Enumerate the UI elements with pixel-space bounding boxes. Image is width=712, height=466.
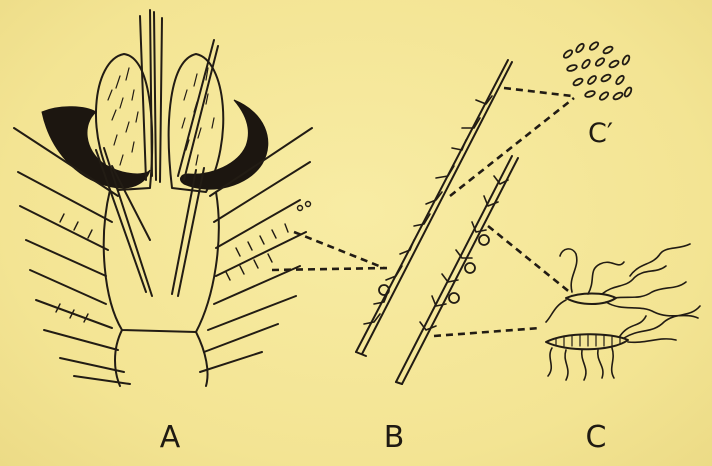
panel-a-label: A: [140, 420, 200, 455]
upper-hypha-threads: [546, 244, 698, 322]
panel-b-label: B: [364, 420, 424, 455]
connector-b-to-c-prime-upper: [504, 88, 572, 96]
panel-c-prime-drawing: [563, 41, 633, 101]
bristle-barbs: [56, 202, 311, 323]
connector-b-to-c-upper: [488, 226, 572, 294]
body-outline: [104, 190, 219, 332]
panel-c-prime-label: C′: [588, 118, 613, 149]
panel-c-drawing: [546, 244, 700, 380]
panel-c-label: C: [566, 420, 626, 455]
connector-lines: [272, 88, 574, 336]
upper-hypha-body: [566, 294, 616, 305]
connector-a-upper: [294, 232, 384, 268]
panel-a-drawing: [14, 10, 312, 386]
lower-hypha-body: [546, 334, 628, 349]
connector-b-to-c-lower: [434, 328, 540, 336]
spore-cluster: [563, 41, 633, 101]
body-base: [115, 330, 208, 386]
central-spines: [140, 10, 218, 182]
connector-a-lower: [272, 268, 388, 270]
